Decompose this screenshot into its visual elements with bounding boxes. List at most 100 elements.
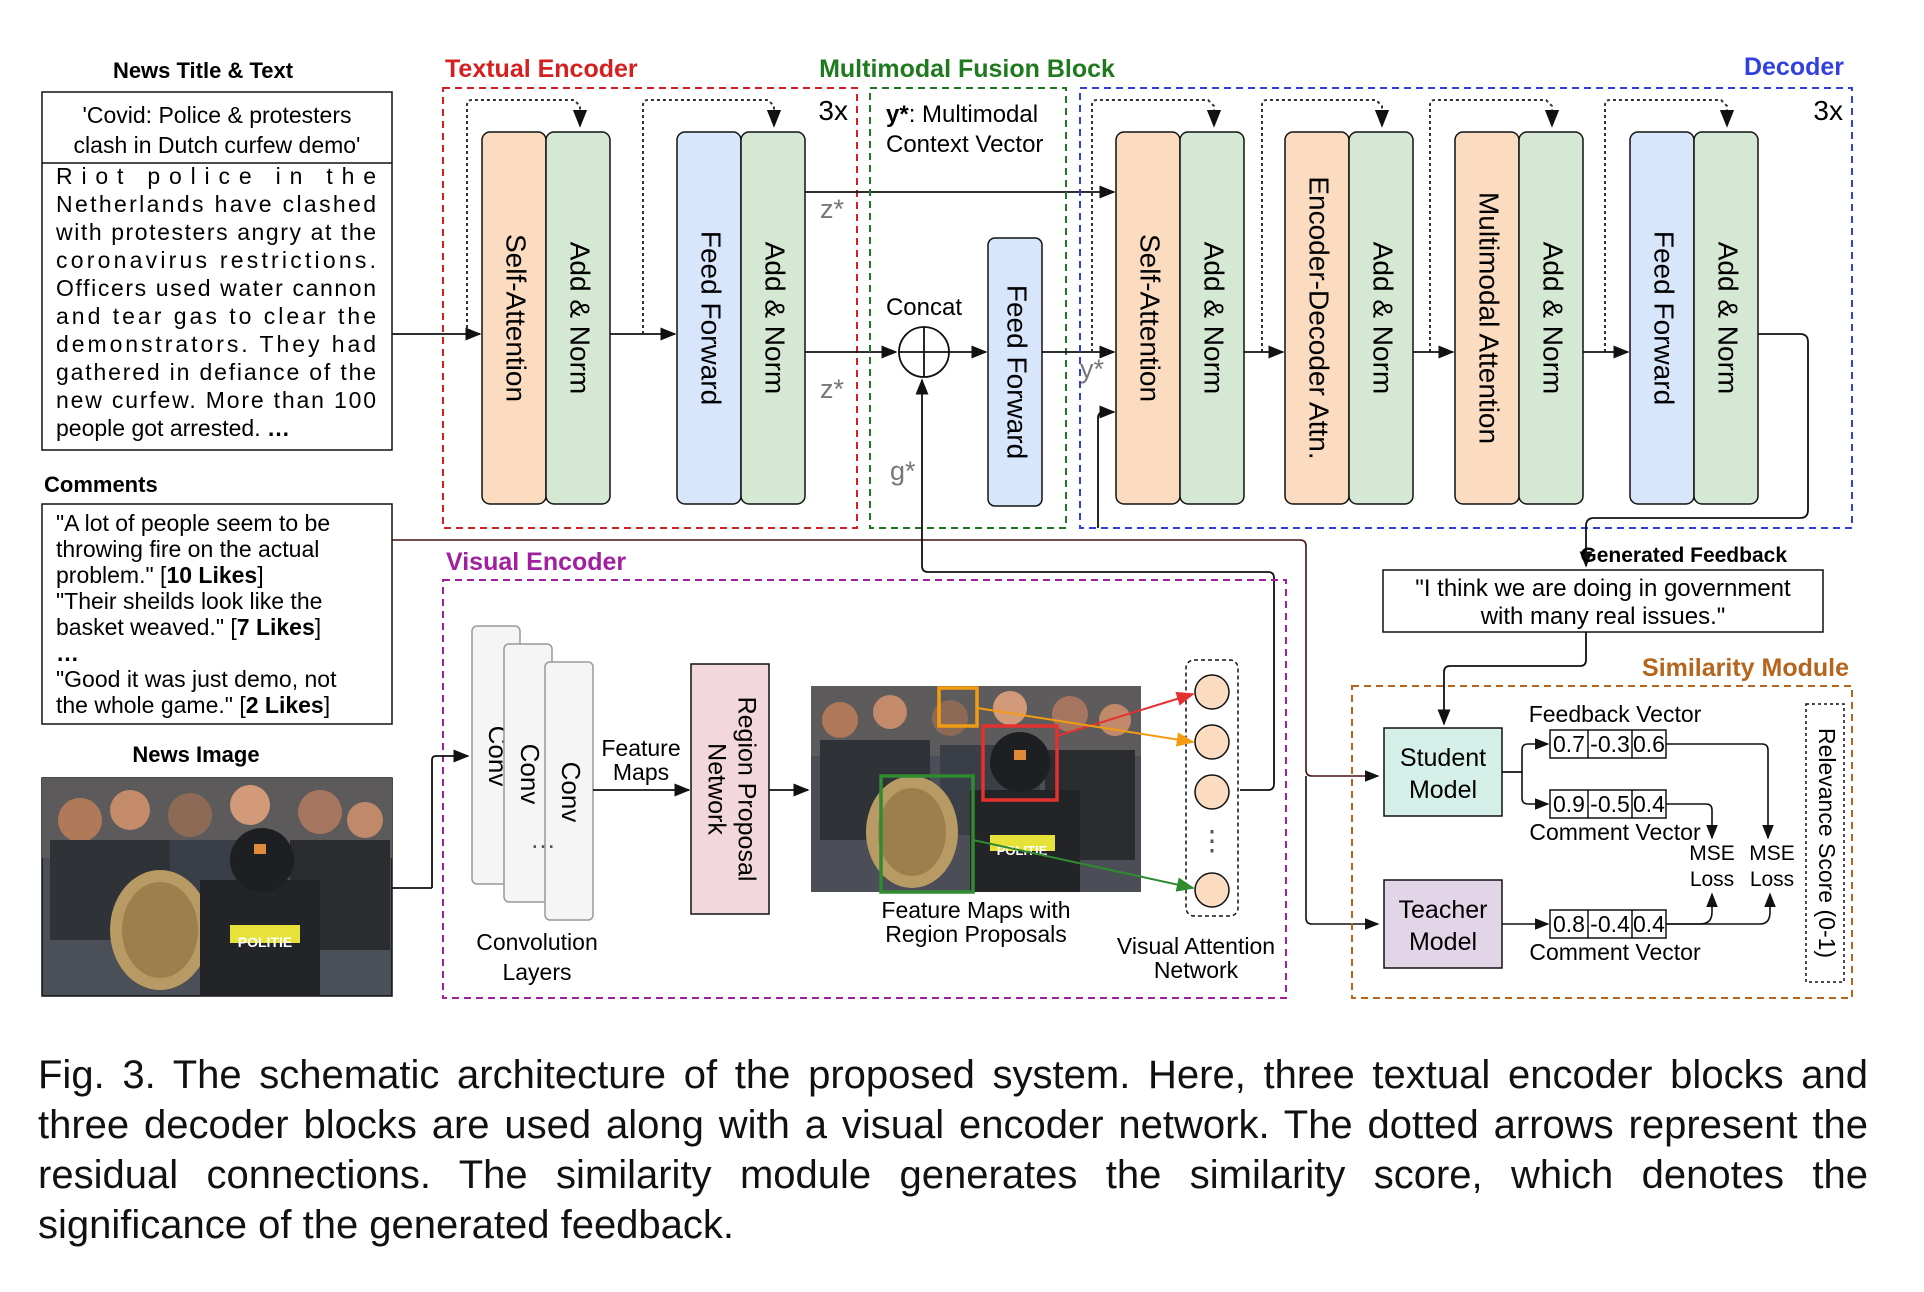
textual-encoder-repeat: 3x [818,95,848,126]
dec-residual-arrow-4 [1604,99,1735,352]
comment-line: "Good it was just demo, not [56,666,337,692]
textual-encoder-frame [442,87,858,529]
generated-feedback-box [1382,569,1824,633]
comment-line: "A lot of people seem to be [56,510,330,536]
conv-layer-2: Conv [503,643,553,903]
news-body-line: with protesters angry at the [55,219,376,245]
attention-node [1194,724,1230,760]
news-title-line: 'Covid: Police & protesters [82,102,351,128]
fusion-y-line2: Context Vector [886,131,1043,158]
attention-node [1194,872,1230,908]
fm-caption-line1: Feature Maps with [881,897,1070,923]
news-image-label: News Image [132,742,259,767]
comments-label: Comments [44,472,158,497]
visual-encoder-title: Visual Encoder [446,548,626,576]
region-proposal-red [981,724,1059,802]
orange-region-arrow [976,707,1195,747]
visual-to-fusion-arrow [915,378,1275,791]
fusion-y-line1: y*: Multimodal [886,101,1038,128]
comment-vector-value: -0.5 [1590,791,1630,817]
teacher-vector-to-mse1 [1666,892,1718,925]
relevance-score-box [1805,703,1845,983]
comment-vector-value: 0.8 [1553,911,1585,937]
van-caption-line2: Network [1154,957,1239,983]
news-body-line: gathered in defiance of the [56,359,376,385]
dec-add-norm-label: Add & Norm [1199,242,1230,395]
dec-residual-arrow-2 [1261,99,1390,352]
feedback-vector: 0.7 -0.3 0.6 [1549,729,1667,759]
figure-caption: Fig. 3. The schematic architecture of th… [38,1053,1868,1247]
image-to-conv-arrow-up [431,749,470,888]
news-body-line: coronavirus restrictions. [56,247,376,273]
rpn-block: Region Proposal Network [690,663,770,915]
concat-label: Concat [886,294,962,321]
relevance-score-label: Relevance Score (0-1) [1814,728,1840,958]
comment-line: basket weaved." [7 Likes] [56,614,321,640]
g-label: g* [890,456,916,486]
dec-residual-arrow-1 [1091,99,1222,352]
te-add-norm-label: Add & Norm [565,242,596,395]
news-body-line: Officers used water cannon [56,275,376,301]
dec-enc-dec-attn-label: Encoder-Decoder Attn. [1304,176,1335,459]
comment-line: throwing fire on the actual [56,536,319,562]
te-add-norm-block-2: Add & Norm [740,131,806,505]
dec-add-norm-block-4: Add & Norm [1693,131,1759,505]
comment-line: problem." [10 Likes] [56,562,264,588]
news-image: POLITIE [41,777,393,997]
feedback-line2: with many real issues." [1480,603,1726,630]
te-residual-arrow-1 [466,99,588,334]
fusion-frame [869,87,1067,529]
dec-add-norm-block-3: Add & Norm [1518,131,1584,505]
feedback-vector-value: -0.3 [1590,731,1630,757]
teacher-model-block: Teacher Model [1383,879,1503,969]
attention-node [1194,674,1230,710]
comment-line: the whole game." [2 Likes] [56,692,330,718]
decoder-title: Decoder [1744,53,1844,81]
feedback-vector-to-mse2 [1666,743,1774,840]
te-feed-forward-label: Feed Forward [696,231,727,405]
fm-caption-line2: Region Proposals [885,921,1067,947]
student-label-1: Student [1400,744,1486,772]
feedback-vector-value: 0.6 [1633,731,1665,757]
comments-box [41,503,393,725]
visual-encoder-frame [442,579,1287,999]
van-caption-line1: Visual Attention [1117,933,1275,959]
dec-add-norm-block-1: Add & Norm [1179,131,1245,505]
similarity-module-frame [1351,685,1853,999]
te-add-norm-block-1: Add & Norm [545,131,611,505]
conv-caption-line1: Convolution [476,929,597,955]
mse-loss-2-line1: MSE [1749,842,1795,865]
comment-vector-value: -0.4 [1590,911,1630,937]
comments-to-decoder-arrow [1097,405,1116,528]
feature-maps-label-1: Feature [601,735,680,761]
feedback-line1: "I think we are doing in government [1415,575,1791,602]
z-label-bottom: z* [820,374,845,404]
attention-node [1194,774,1230,810]
concat-operator-icon [898,326,950,378]
fusion-feed-forward-block: Feed Forward [987,237,1043,507]
dec-self-attention-block: Self-Attention [1115,131,1181,505]
region-proposal-green [879,774,975,894]
news-body-line: demonstrators. They had [56,331,376,357]
news-body-line: and tear gas to clear the [56,303,376,329]
conv-ellipsis: … [530,824,556,854]
comment-line: "Their sheilds look like the [56,588,322,614]
student-to-comment-vector [1502,771,1550,810]
student-to-feedback-vector [1502,738,1550,773]
fusion-title: Multimodal Fusion Block [819,55,1115,83]
student-model-block: Student Model [1383,727,1503,817]
z-label-top: z* [820,194,845,224]
dec-enc-dec-attn-block: Encoder-Decoder Attn. [1284,131,1350,505]
news-body-line: new curfew. More than 100 [56,387,376,413]
fusion-ff-label: Feed Forward [1002,285,1033,459]
news-title-text-label: News Title & Text [113,58,294,83]
comment-vector-value: 0.9 [1553,791,1585,817]
decoder-to-feedback-arrow [1579,333,1809,568]
generated-feedback-label: Generated Feedback [1580,544,1787,567]
conv-caption-line2: Layers [502,959,571,985]
mse-loss-1-line2: Loss [1690,868,1734,891]
similarity-module-title: Similarity Module [1642,654,1849,682]
comment-vector-1: 0.9 -0.5 0.4 [1549,789,1667,819]
comments-text: "A lot of people seem to be throwing fir… [56,510,337,718]
teacher-vector-to-mse2 [1666,892,1776,925]
